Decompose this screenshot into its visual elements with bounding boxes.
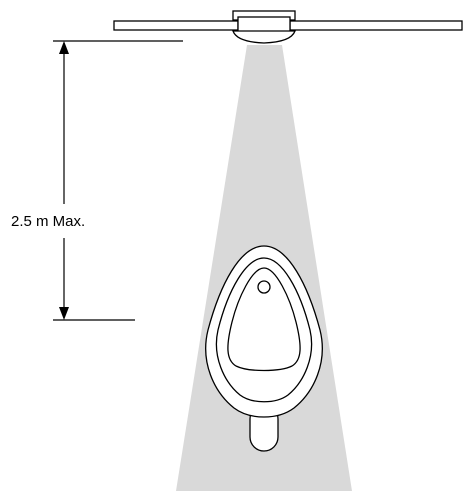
max-height-label: 2.5 m Max.	[11, 213, 85, 230]
urinal-basin	[227, 267, 301, 372]
height-dimension	[53, 40, 183, 321]
ceiling-left-slab	[113, 20, 239, 31]
dimension-arrow-down	[59, 307, 69, 320]
ceiling-right-slab	[289, 20, 463, 31]
dimension-arrow-up	[59, 41, 69, 54]
urinal-flush-spud	[257, 280, 271, 294]
urinal	[205, 245, 323, 452]
ceiling-sensor	[232, 10, 296, 44]
sensor-lens-dome	[232, 30, 296, 44]
